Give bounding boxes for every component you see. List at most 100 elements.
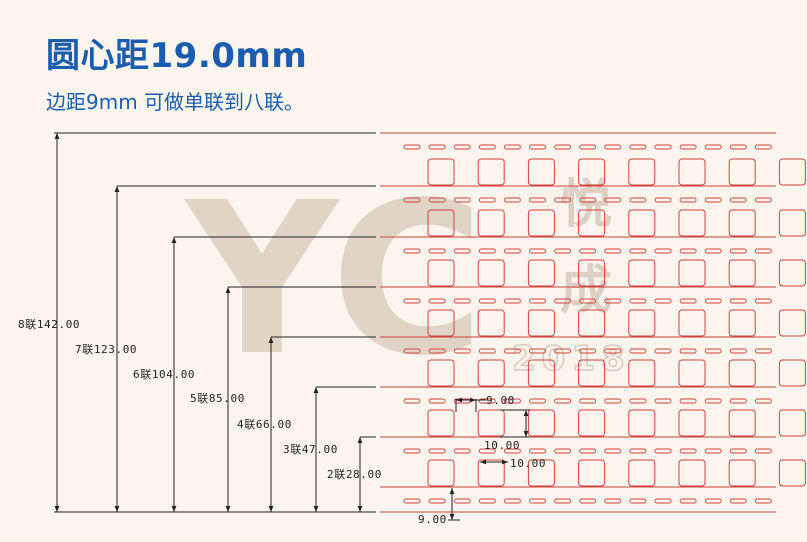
perforation-slot [679,298,697,304]
label-hole [477,209,505,237]
perforation-slot [529,298,546,304]
label-hole [477,359,505,387]
perforation-slot [428,348,446,354]
label-hole [628,158,656,186]
perforation-slot [704,298,722,304]
label-hole [728,309,756,337]
label-hole [728,409,756,437]
label-hole [778,409,806,437]
label-hole [628,359,656,387]
perforation-slot [478,298,496,304]
perforation-slot [554,348,572,354]
watermark-year: 2018 [512,339,631,379]
perforation-slot [503,498,521,504]
label-hole [778,309,806,337]
perforation-slot [679,197,697,203]
label-hole [628,459,656,487]
label-hole [427,158,455,186]
perforation-slot [704,144,722,150]
perforation-slot [629,298,647,304]
perforation-slot [679,398,697,404]
hole-height-label: 10.00 [484,439,520,452]
label-hole [427,259,455,287]
label-hole [678,359,706,387]
perforation-slot [428,144,446,150]
perforation-slot [754,248,772,254]
perforation-slot [478,348,496,354]
label-hole [628,309,656,337]
perforation-slot [729,144,747,150]
label-hole [628,209,656,237]
label-hole [527,459,555,487]
perforation-slot [754,197,772,203]
perforation-slot [604,348,622,354]
label-hole [628,409,656,437]
perforation-slot [579,298,597,304]
perforation-slot [679,498,697,504]
label-hole [527,209,555,237]
label-hole [527,309,555,337]
label-hole [477,259,505,287]
perforation-slot [729,498,747,504]
perforation-slot [654,448,672,454]
perforation-slot [428,248,446,254]
edge-margin-label: 9.00 [418,513,447,526]
perforation-slot [604,197,622,203]
perforation-slot [704,348,722,354]
perforation-slot [529,248,546,254]
perforation-slot [729,248,747,254]
perforation-slot [704,248,722,254]
label-hole [778,459,806,487]
label-hole [527,409,555,437]
perforation-slot [554,448,572,454]
label-hole [578,409,606,437]
label-hole [678,459,706,487]
label-hole [527,158,555,186]
perforation-slot [604,248,622,254]
perforation-slot [453,298,471,304]
perforation-slot [754,348,772,354]
label-hole [778,209,806,237]
label-hole [477,409,505,437]
perforation-slot [503,448,521,454]
tier-label-5: 5联85.00 [190,392,245,405]
perforation-slot [754,498,772,504]
label-hole [678,158,706,186]
perforation-slot [478,197,496,203]
label-hole [477,158,505,186]
tier-label-7: 7联123.00 [75,343,137,356]
perforation-slot [529,498,546,504]
perforation-slot [654,298,672,304]
perforation-slot [654,398,672,404]
perforation-slot [403,498,421,504]
perforation-slot [654,144,672,150]
perforation-slot [453,348,471,354]
label-hole [728,158,756,186]
perforation-slot [604,498,622,504]
perforation-slot [729,298,747,304]
perforation-slot [554,144,572,150]
label-hole [578,209,606,237]
tier-label-6: 6联104.00 [133,368,195,381]
perforation-slot [453,144,471,150]
perforation-slot [529,348,546,354]
perforation-slot [629,498,647,504]
tier-label-2: 2联28.00 [327,468,382,481]
label-hole [578,309,606,337]
perforation-slot [478,498,496,504]
perforation-slot [754,448,772,454]
perforation-slot [629,348,647,354]
label-hole [628,259,656,287]
perforation-slot [554,398,572,404]
perforation-slot [704,398,722,404]
label-hole [527,259,555,287]
perforation-slot [629,398,647,404]
label-hole [427,209,455,237]
perforation-slot [729,197,747,203]
perforation-slot [503,248,521,254]
perforation-slot [478,448,496,454]
label-hole [578,359,606,387]
label-hole [728,259,756,287]
hole-width-label: 10.00 [510,457,546,470]
perforation-slot [729,348,747,354]
